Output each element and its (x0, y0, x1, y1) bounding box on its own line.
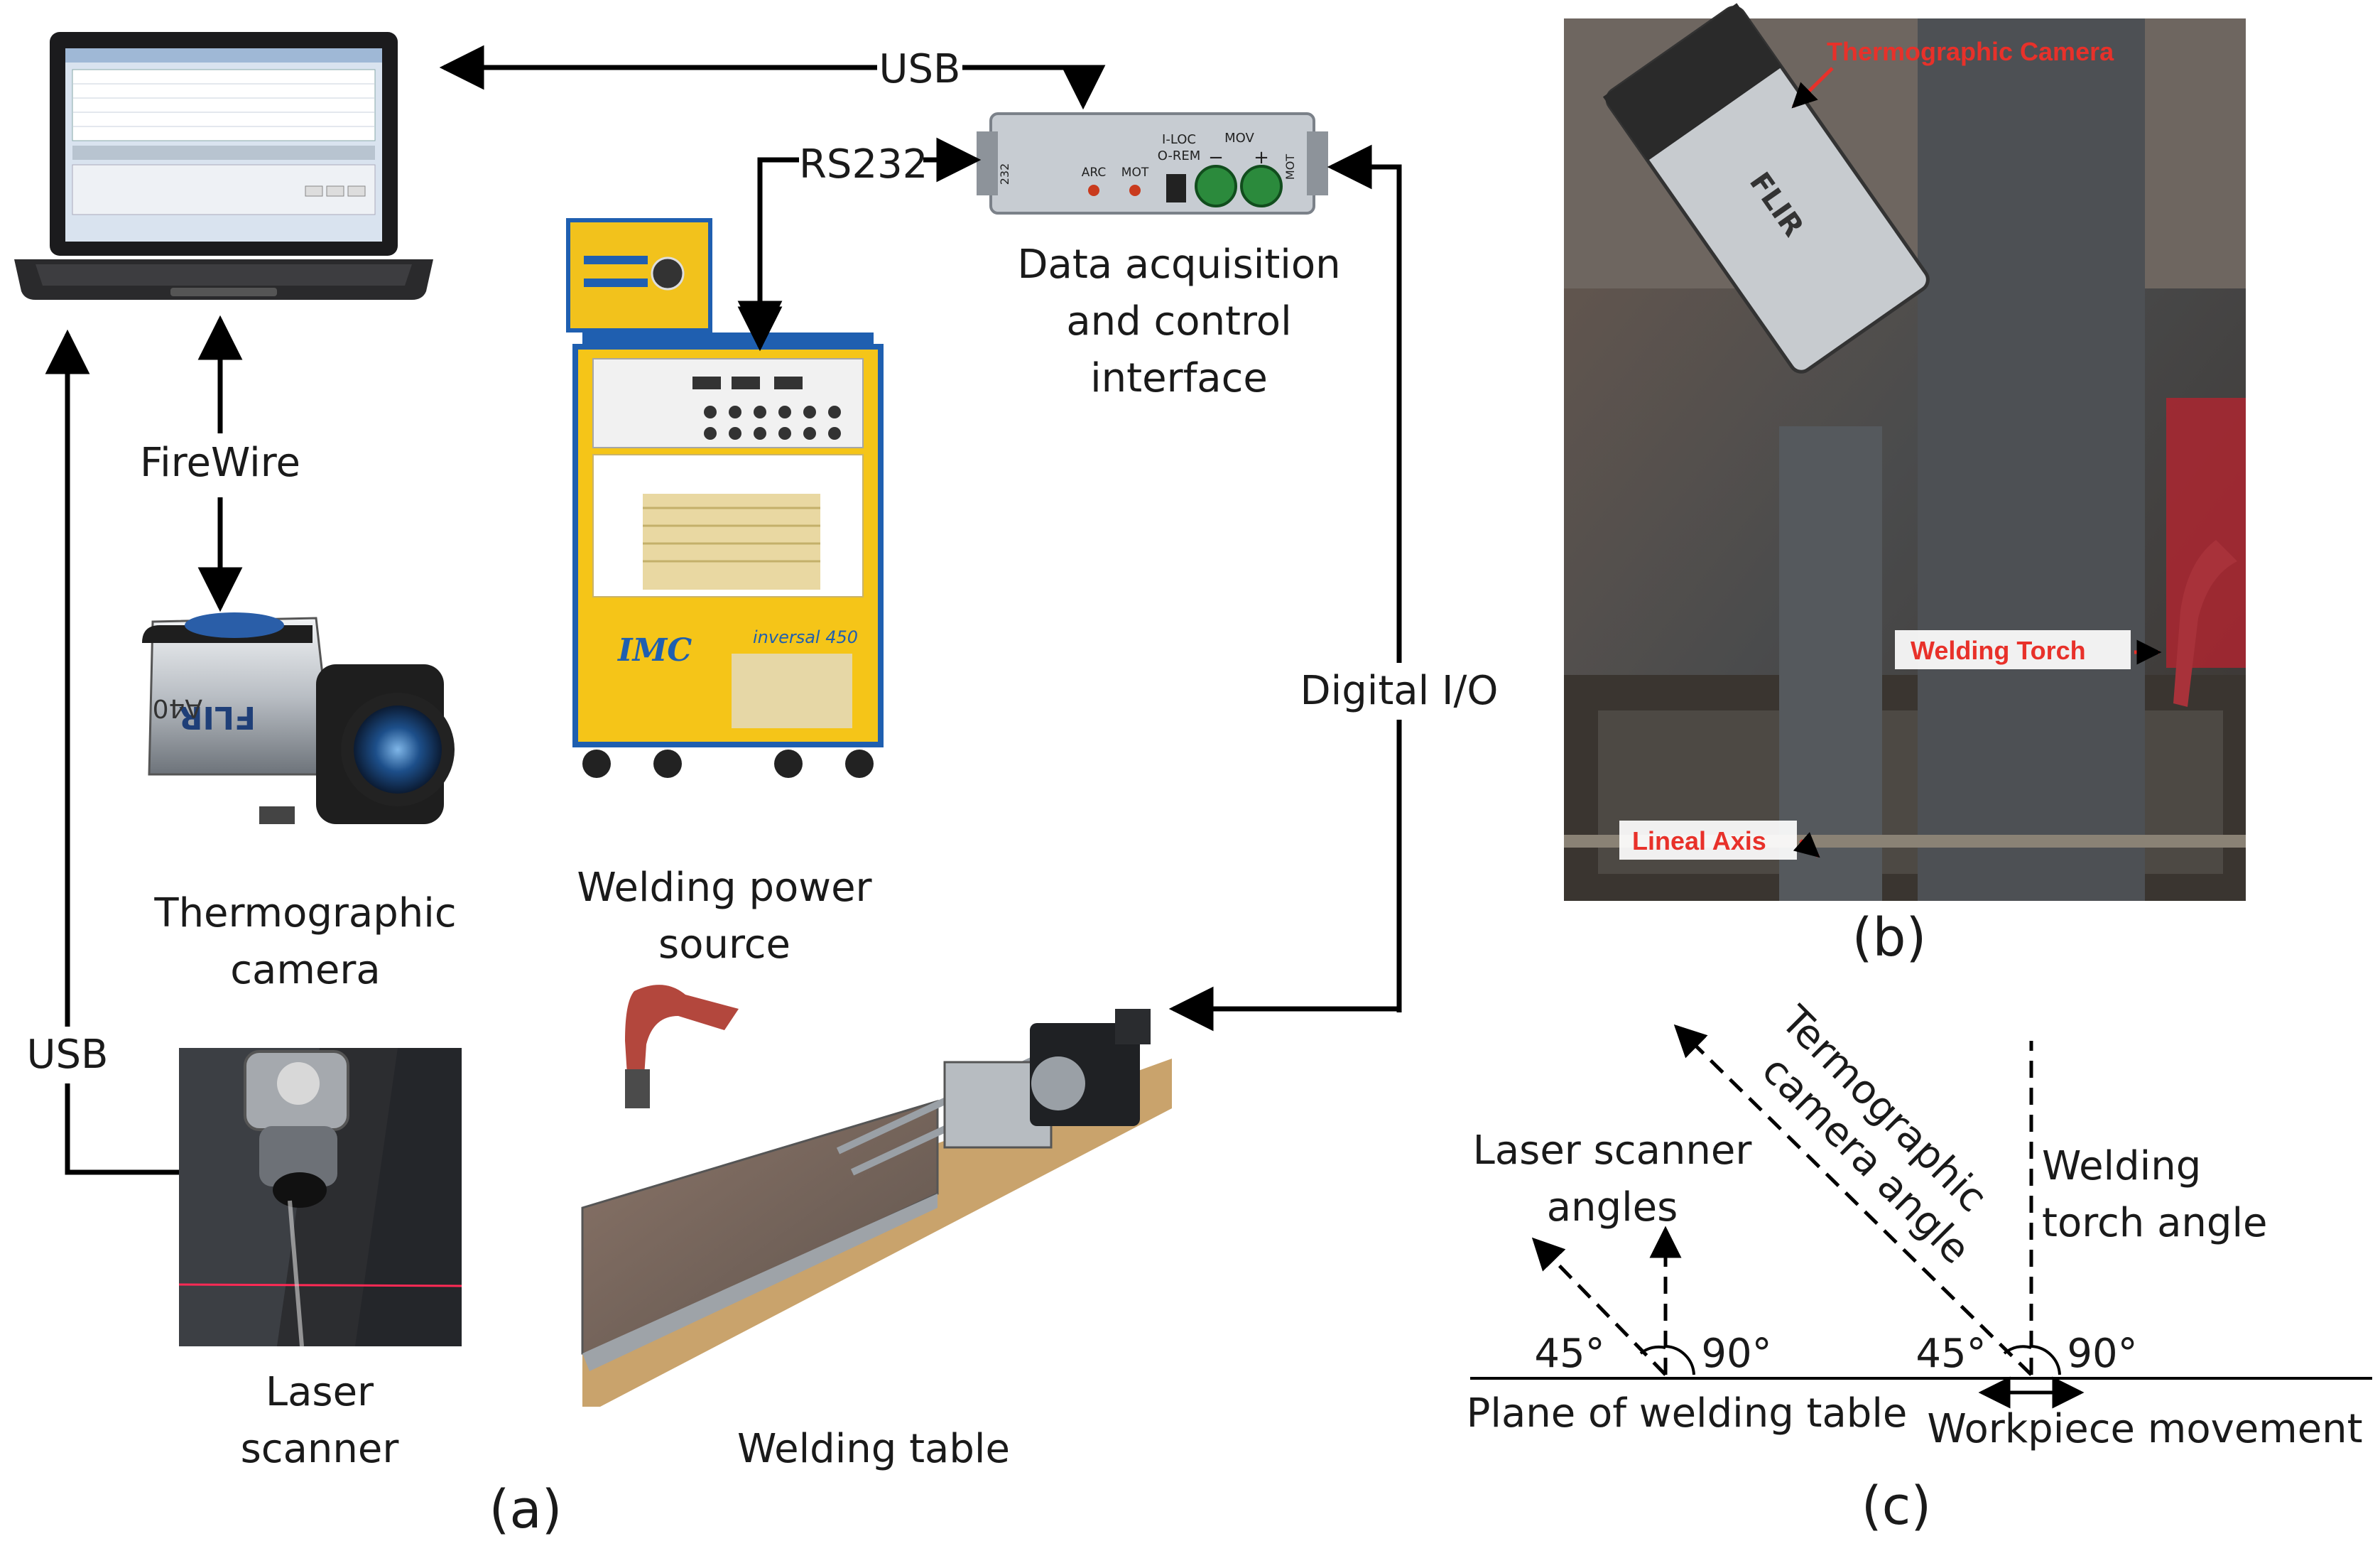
laser-angles-label-2: angles (1546, 1184, 1678, 1231)
camera-brand-text: FLIR (179, 699, 256, 735)
panel-b-label: (b) (1852, 907, 1927, 968)
usb-top-label: USB (877, 41, 962, 98)
angle-45-right: 45° (1916, 1331, 1987, 1377)
daq-mot-text: MOT (1121, 166, 1149, 180)
angle-90-right: 90° (2067, 1331, 2138, 1377)
power-label-2: source (658, 921, 790, 968)
power-label-1: Welding power (577, 865, 872, 911)
daq-box: ARC MOT I-LOC O-REM MOV − + 232 MOT (977, 112, 1328, 215)
daq-mov-text: MOV (1224, 131, 1254, 146)
angle-90-left: 90° (1701, 1331, 1772, 1377)
daq-loc-text: I-LOC (1162, 132, 1196, 147)
welding-power-source: IMC inversal 450 (566, 218, 884, 778)
plane-label: Plane of welding table (1466, 1390, 1908, 1437)
thermo-45-line (1673, 1024, 2033, 1376)
camera-model-text: A40 (153, 693, 202, 723)
power-brand-text: IMC (616, 632, 692, 669)
daq-rem-text: O-REM (1158, 148, 1201, 163)
usb-left-label: USB (21, 1027, 114, 1083)
daq-label-2: and control (1066, 298, 1292, 345)
daq-arc-text: ARC (1082, 166, 1106, 180)
laser-label-2: scanner (240, 1426, 399, 1472)
daq-label-3: interface (1090, 355, 1268, 401)
laptop (14, 32, 433, 300)
firewire-label: FireWire (128, 435, 313, 492)
laser-scanner-photo (178, 1048, 462, 1347)
daq-label-1: Data acquisition (1017, 242, 1341, 288)
photo-torch-label: Welding Torch (1911, 636, 2086, 665)
photo-camera-label: Thermographic Camera (1827, 37, 2114, 66)
digital-io-label: Digital I/O (1293, 663, 1506, 720)
torch-angle-label-1: Welding (2042, 1143, 2202, 1189)
laser-angles-label-1: Laser scanner (1472, 1128, 1752, 1174)
daq-motr-text: MOT (1283, 154, 1297, 180)
panel-c-label: (c) (1861, 1476, 1932, 1537)
svg-text:+: + (1254, 147, 1269, 168)
angle-45-left: 45° (1534, 1331, 1605, 1377)
laser-label-1: Laser (265, 1369, 374, 1415)
welding-table-photo (581, 985, 1172, 1407)
photo-axis-label: Lineal Axis (1632, 826, 1766, 855)
angle-diagram (1470, 1024, 2372, 1409)
camera-label-1: Thermographic (154, 890, 457, 936)
svg-text:−: − (1208, 147, 1224, 168)
camera-label-2: camera (230, 947, 381, 993)
photo-b: FLIR Thermographic Camera Welding Torch … (1564, 3, 2246, 901)
connection-arrows (45, 45, 1402, 1175)
movement-label: Workpiece movement (1927, 1406, 2363, 1452)
daq-232-text: 232 (998, 163, 1011, 185)
panel-a-label: (a) (489, 1479, 563, 1540)
torch-angle-label-2: torch angle (2042, 1200, 2268, 1246)
rs232-label: RS232 (799, 136, 928, 193)
thermographic-camera-device: FLIR A40 (142, 612, 455, 824)
welding-table-label: Welding table (737, 1426, 1010, 1472)
power-model-text: inversal 450 (753, 627, 858, 647)
